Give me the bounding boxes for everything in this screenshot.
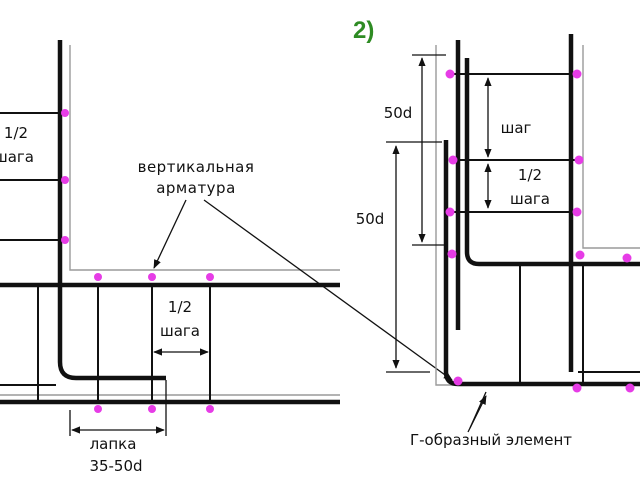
lap-label-line1: лапка [90, 435, 137, 453]
right-rebar-dots [445, 69, 635, 393]
left-l-bar [57, 40, 166, 381]
left-half-step-bottom-line1: 1/2 [168, 298, 192, 316]
left-concrete-outline [0, 45, 340, 396]
l-element-leader-arrow [469, 395, 487, 429]
vertical-rebar-pointer-arrow-long [203, 199, 453, 381]
dim-50d-mid-label: 50d [356, 210, 385, 228]
right-half-step-line1: 1/2 [518, 166, 542, 184]
vertical-rebar-label-line2: арматура [156, 179, 236, 197]
vertical-rebar-label-line1: вертикальная [138, 158, 255, 176]
right-detail: 2) [353, 17, 640, 449]
left-half-step-top-line1: 1/2 [4, 124, 28, 142]
left-half-step-bottom-line2: шага [160, 322, 200, 340]
right-horizontal-ties [452, 73, 575, 213]
right-inner-l-bar [464, 58, 640, 267]
lap-label-line2: 35-50d [89, 457, 142, 475]
figure-number: 2) [353, 17, 374, 44]
left-detail: 1/2 шага вертикальная арматура 1/2 шага … [0, 40, 453, 475]
left-wall-horizontal-bars [0, 112, 63, 241]
left-stirrups [37, 285, 211, 402]
l-element-label: Г-образный элемент [410, 431, 572, 449]
left-vertical-rebar-dots [61, 109, 214, 413]
dim-50d-top-label: 50d [384, 104, 413, 122]
right-stirrups [519, 264, 584, 384]
left-half-step-top-line2: шага [0, 148, 34, 166]
vertical-rebar-pointer-arrow [153, 199, 187, 269]
right-half-step-line2: шага [510, 190, 550, 208]
dim-step-label: шаг [501, 119, 532, 137]
